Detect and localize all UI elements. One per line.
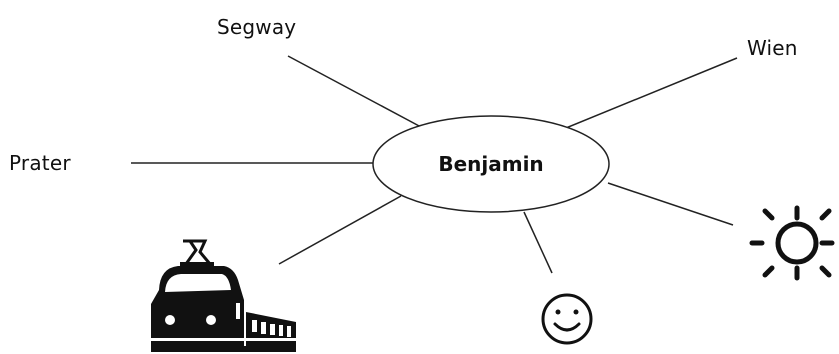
connector-wien: [565, 57, 738, 129]
connector-sun: [607, 182, 734, 226]
branch-label-wien: Wien: [747, 36, 798, 60]
center-node-label: Benjamin: [438, 152, 544, 176]
smiley-face-icon: [541, 293, 593, 345]
train-icon: [151, 239, 296, 352]
sun-icon: [749, 205, 835, 281]
branch-label-segway: Segway: [217, 15, 297, 39]
connector-smiley: [523, 211, 553, 274]
connector-segway: [287, 55, 422, 128]
branch-label-prater: Prater: [9, 151, 71, 175]
center-node-ellipse: [372, 115, 610, 213]
connector-train: [278, 195, 402, 265]
